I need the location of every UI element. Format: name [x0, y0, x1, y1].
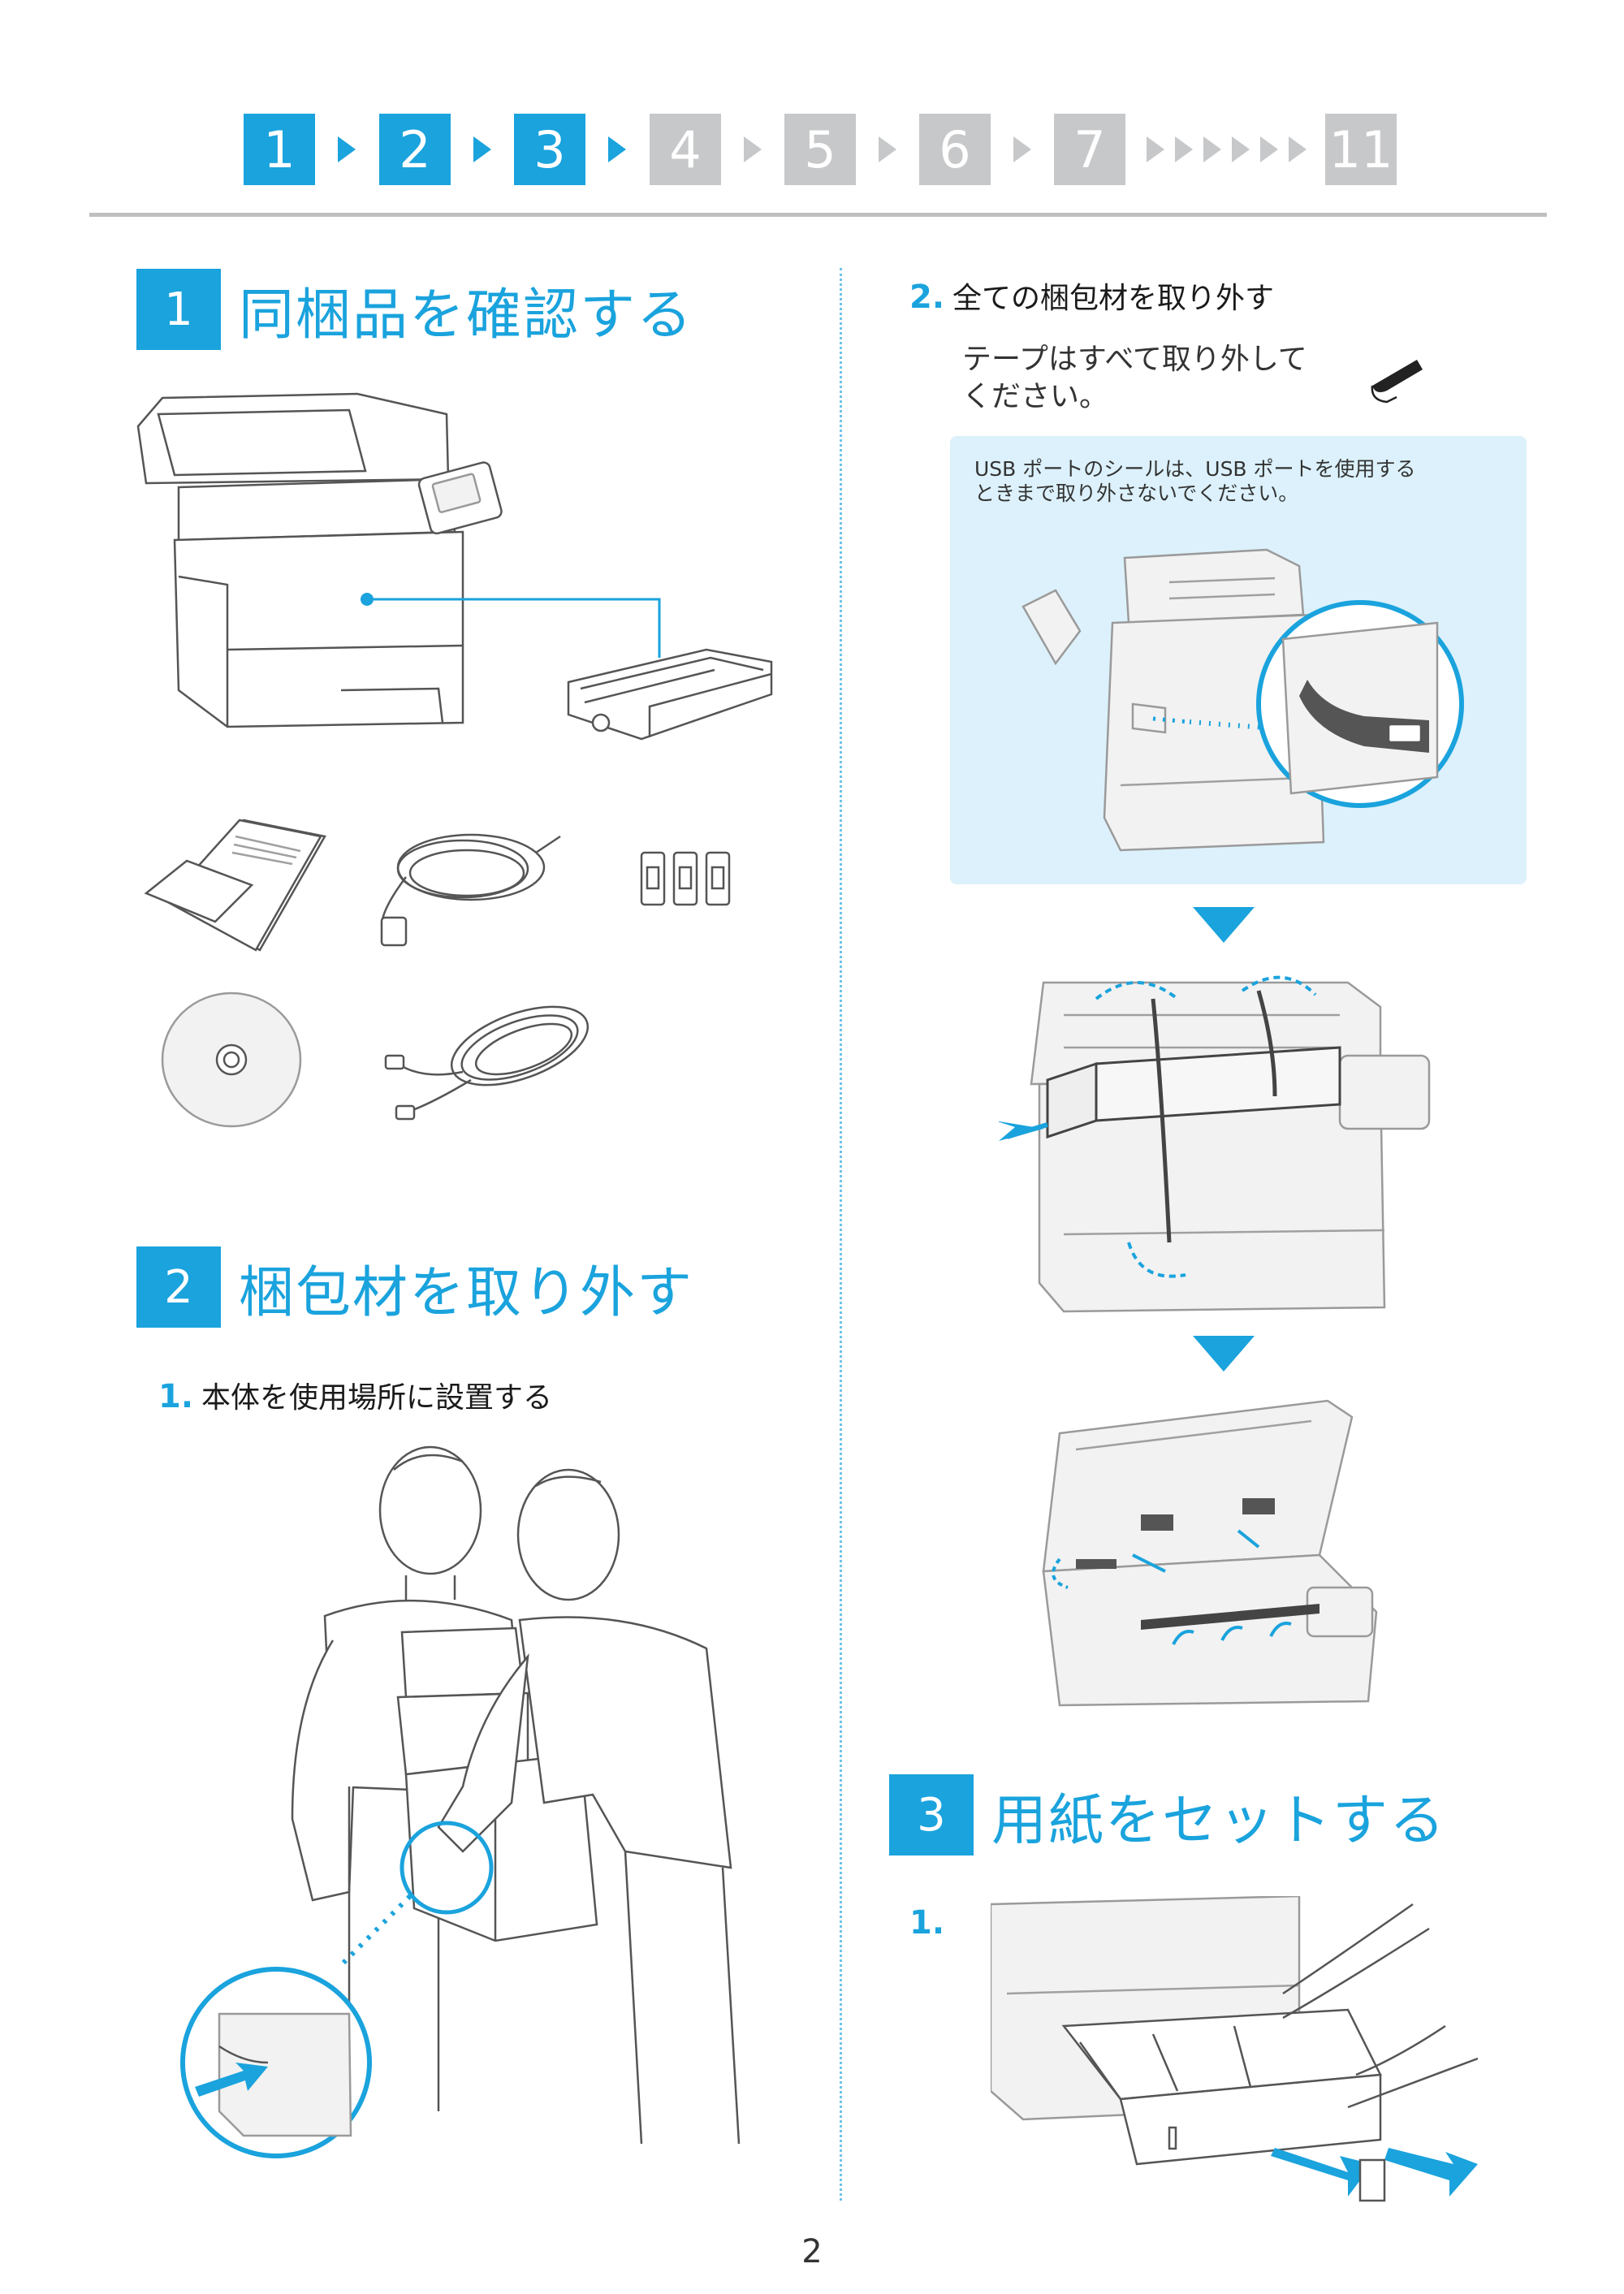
printer-icon — [136, 392, 503, 728]
step-arrow — [744, 136, 762, 162]
step-1[interactable]: 1 — [244, 114, 315, 185]
step-arrow — [1232, 136, 1250, 162]
substep-number: 1. — [158, 1378, 194, 1415]
page-number: 2 — [801, 2233, 823, 2270]
tape-icon — [1371, 360, 1423, 404]
printer-with-toner-illustration — [136, 392, 773, 741]
substep-number: 2. — [909, 279, 945, 316]
tape-note: テープはすべて取り外して ください。 — [962, 341, 1307, 416]
toner-cartridge-icon — [567, 648, 773, 741]
step-arrow — [879, 136, 896, 162]
substep-text: 本体を使用場所に設置する — [201, 1381, 553, 1415]
manual-documents-icon — [144, 819, 326, 952]
paper-drawer-icon — [1061, 2008, 1382, 2166]
section-1-heading: 1 同梱品を確認する — [136, 269, 693, 350]
step-3[interactable]: 3 — [514, 114, 585, 185]
substep-number: 1. — [909, 1904, 945, 1942]
step-11[interactable]: 11 — [1325, 114, 1397, 185]
step-4[interactable]: 4 — [650, 114, 721, 185]
step-navigator: 1 2 3 4 5 6 7 11 — [0, 114, 1624, 187]
section-number: 1 — [136, 269, 221, 350]
step-arrow — [338, 136, 356, 162]
step-2[interactable]: 2 — [379, 114, 451, 185]
tape-note-line: ください。 — [962, 380, 1109, 413]
down-arrow-icon — [1193, 1336, 1255, 1372]
step-arrow — [1013, 136, 1031, 162]
section-title: 梱包材を取り外す — [239, 1260, 694, 1325]
carry-printer-illustration — [180, 1445, 741, 2158]
magnified-usb-port-icon — [1256, 600, 1464, 808]
printer-rear-usb-illustration — [1021, 548, 1464, 852]
packing-foam-icon — [1046, 990, 1341, 1243]
tape-note-line: テープはすべて取り外して — [962, 343, 1307, 376]
plug-adapters-icon — [640, 851, 731, 906]
step-7[interactable]: 7 — [1054, 114, 1125, 185]
power-cord-icon — [380, 833, 561, 947]
accessories-row-1 — [144, 819, 731, 952]
step-arrow — [1175, 136, 1193, 162]
usb-seal-notice: USB ポートのシールは、USB ポートを使用する ときまで取り外さないでくださ… — [950, 436, 1527, 884]
hands-icon — [1282, 1903, 1478, 2109]
step-arrow — [1147, 136, 1164, 162]
step-5[interactable]: 5 — [784, 114, 856, 185]
substep-text: 全ての梱包材を取り外す — [952, 282, 1275, 315]
printer-front-icon — [1030, 981, 1431, 1313]
printer-open-scanner-icon — [1042, 1399, 1378, 1707]
magnified-handle-icon — [180, 1967, 372, 2158]
section-number: 3 — [889, 1774, 974, 1856]
telephone-cable-icon — [384, 1005, 590, 1121]
notice-line: ときまで取り外さないでください。 — [974, 482, 1299, 505]
section-2-heading: 2 梱包材を取り外す — [136, 1246, 693, 1328]
step-arrow — [608, 136, 626, 162]
accessories-row-2 — [161, 991, 590, 1128]
pull-out-paper-drawer-illustration — [991, 1896, 1478, 2202]
substep-1-paper-drawer: 1. — [909, 1904, 952, 1942]
column-divider — [840, 268, 842, 2201]
section-title: 用紙をセットする — [991, 1788, 1447, 1853]
section-3-heading: 3 用紙をセットする — [889, 1774, 1446, 1856]
step-6[interactable]: 6 — [919, 114, 991, 185]
remove-inner-packing-illustration — [1042, 1399, 1378, 1707]
substep-2-remove-packing: 2. 全ての梱包材を取り外す — [909, 274, 1274, 317]
section-title: 同梱品を確認する — [239, 283, 694, 348]
step-arrow — [1203, 136, 1221, 162]
step-arrow — [473, 136, 491, 162]
notice-line: USB ポートのシールは、USB ポートを使用する — [974, 457, 1416, 481]
remove-packing-tape-illustration — [999, 975, 1431, 1313]
usb-seal-notice-text: USB ポートのシールは、USB ポートを使用する ときまで取り外さないでくださ… — [974, 457, 1502, 506]
step-arrow — [1289, 136, 1307, 162]
person-right-icon — [437, 1468, 741, 2145]
step-arrow — [1260, 136, 1278, 162]
section-number: 2 — [136, 1246, 221, 1328]
header-rule — [89, 213, 1547, 217]
down-arrow-icon — [1193, 907, 1255, 943]
cd-rom-icon — [161, 991, 302, 1128]
substep-1-install-location: 1. 本体を使用場所に設置する — [158, 1374, 552, 1416]
inner-packing-pieces-icon — [1076, 1498, 1320, 1630]
